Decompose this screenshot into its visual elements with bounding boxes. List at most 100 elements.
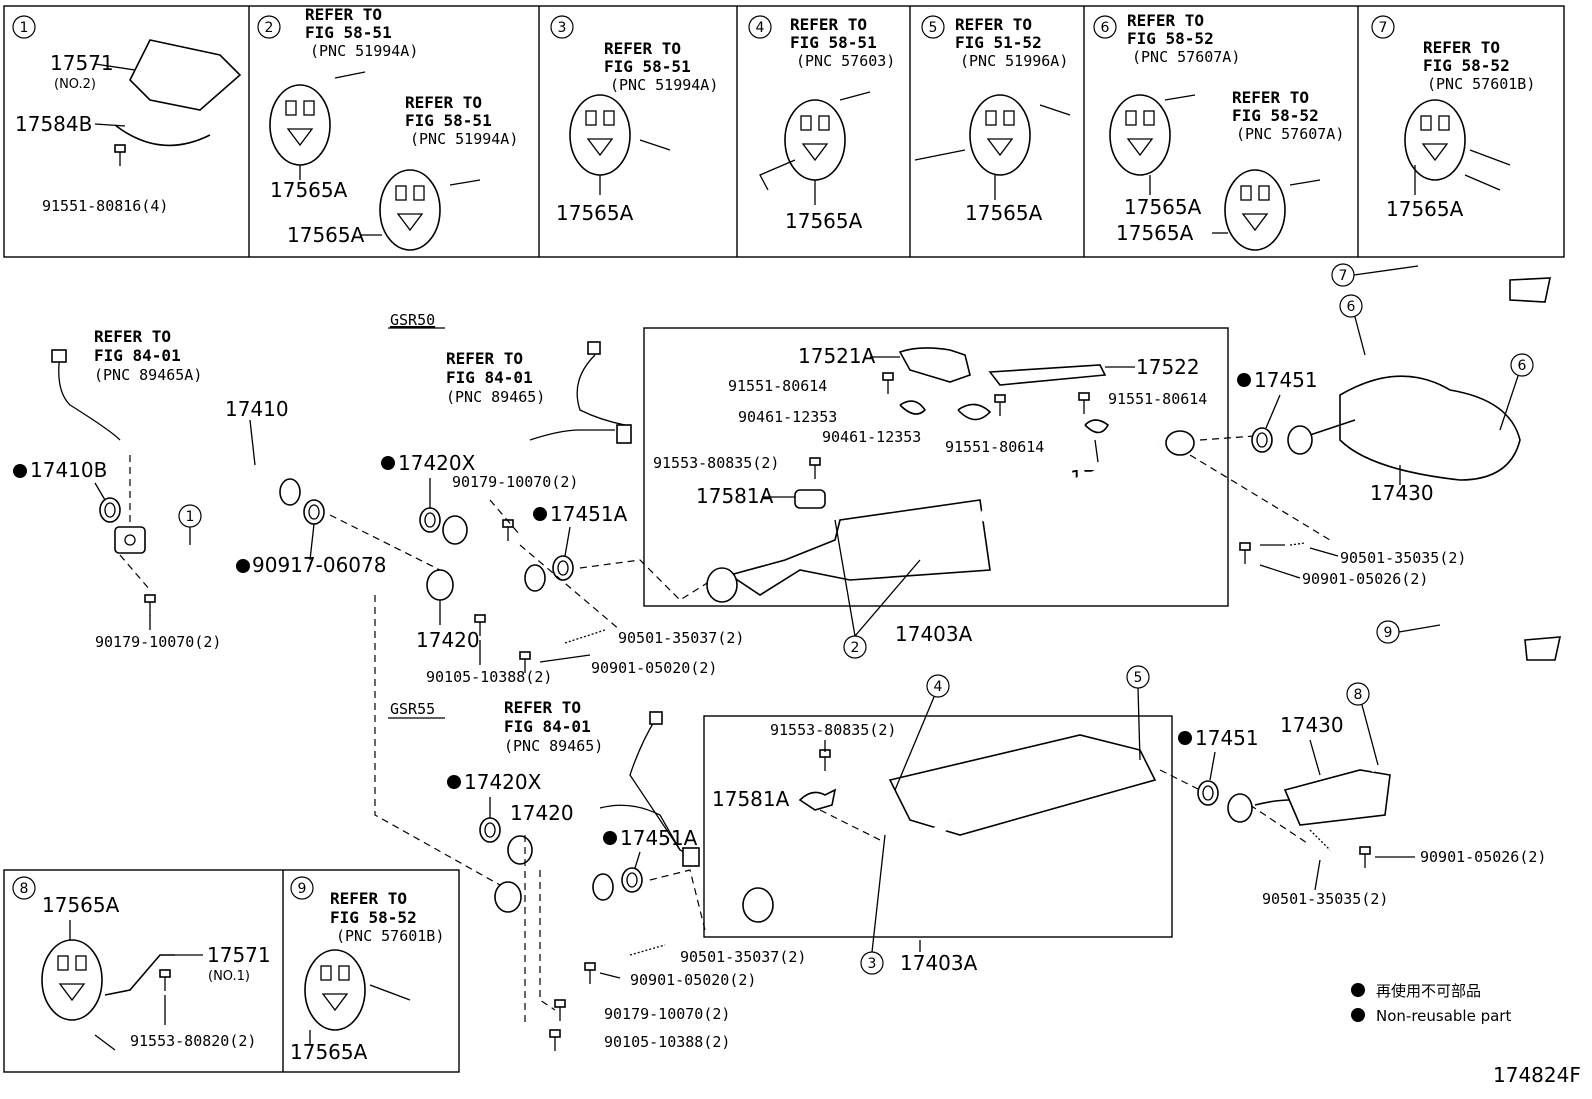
front-pipe-assembly: REFER TO FIG 84-01 (PNC 89465A) 1 17410 …	[13, 327, 501, 886]
svg-text:8: 8	[20, 881, 29, 897]
gsr55-label: GSR55	[390, 700, 435, 718]
part-17410B: 17410B	[30, 458, 107, 482]
svg-text:90501-35035(2): 90501-35035(2)	[1262, 890, 1388, 908]
heat-insulator-17521A	[898, 347, 971, 383]
inset-5: 5 REFER TO FIG 51-52 (PNC 51996A) 17565A	[914, 15, 1071, 225]
bracket-part	[129, 39, 242, 111]
svg-text:FIG 84-01: FIG 84-01	[94, 346, 181, 365]
svg-text:REFER TO: REFER TO	[504, 698, 581, 717]
svg-text:4: 4	[756, 20, 765, 36]
svg-text:90501-35035(2): 90501-35035(2)	[1340, 549, 1466, 567]
svg-text:REFER TO: REFER TO	[405, 93, 482, 112]
svg-text:90901-05026(2): 90901-05026(2)	[1302, 570, 1428, 588]
part-17430: 17430	[1370, 481, 1434, 505]
svg-text:REFER TO: REFER TO	[604, 39, 681, 58]
svg-text:(PNC 89465): (PNC 89465)	[504, 737, 603, 755]
rubber-hanger-icon	[1404, 99, 1466, 181]
gsr50-assembly: GSR50 REFER TO FIG 84-01 (PNC 89465) 174…	[381, 263, 1551, 686]
clamp-part	[114, 124, 211, 147]
rubber-hanger-icon	[1224, 169, 1286, 251]
svg-text:REFER TO: REFER TO	[1232, 88, 1309, 107]
inset-3: 3 REFER TO FIG 58-51 (PNC 51994A) 17565A	[550, 15, 718, 225]
legend-jp: 再使用不可部品	[1376, 982, 1481, 1000]
rubber-hanger-icon	[1109, 94, 1171, 176]
svg-text:FIG 84-01: FIG 84-01	[504, 717, 591, 736]
svg-text:REFER TO: REFER TO	[446, 349, 523, 368]
svg-text:(PNC 51994A): (PNC 51994A)	[610, 76, 718, 94]
diagram-code: 174824F	[1493, 1063, 1581, 1087]
part-17420-gsr55: 17420	[510, 801, 574, 825]
inset-2: 2 REFER TO FIG 58-51 (PNC 51994A) REFER …	[257, 5, 518, 251]
part-91551-80816: 91551-80816(4)	[42, 197, 168, 215]
gsr55-assembly: GSR55 REFER TO FIG 84-01 (PNC 89465) 174…	[388, 620, 1562, 1052]
svg-text:(PNC 57607A): (PNC 57607A)	[1132, 48, 1240, 66]
svg-text:6: 6	[1101, 20, 1110, 36]
part-17420: 17420	[416, 628, 480, 652]
svg-text:7: 7	[1339, 268, 1348, 284]
tail-muffler-17430-gsr55	[1283, 769, 1391, 826]
svg-text:(PNC 51994A): (PNC 51994A)	[410, 130, 518, 148]
svg-text:90105-10388(2): 90105-10388(2)	[604, 1033, 730, 1051]
svg-text:2: 2	[851, 640, 860, 656]
part-17410: 17410	[225, 397, 289, 421]
inset-7: 7 REFER TO FIG 58-52 (PNC 57601B) 17565A	[1371, 15, 1535, 221]
svg-text:91553-80820(2): 91553-80820(2)	[130, 1032, 256, 1050]
svg-text:3: 3	[868, 956, 877, 972]
svg-text:REFER TO: REFER TO	[1127, 11, 1204, 30]
svg-text:90105-10388(2): 90105-10388(2)	[426, 668, 552, 686]
svg-text:17565A: 17565A	[270, 178, 348, 202]
part-17430-gsr55: 17430	[1280, 713, 1344, 737]
front-pipe-17410	[139, 476, 291, 550]
inset-1: 1 17571 (NO.2) 17584B 91551-80816(4)	[12, 15, 242, 215]
svg-text:90179-10070(2): 90179-10070(2)	[452, 473, 578, 491]
svg-text:(PNC 89465): (PNC 89465)	[446, 388, 545, 406]
gsr50-label: GSR50	[390, 311, 435, 329]
svg-text:7: 7	[1379, 20, 1388, 36]
svg-text:2: 2	[265, 20, 274, 36]
svg-text:91553-80835(2): 91553-80835(2)	[653, 454, 779, 472]
svg-text:5: 5	[1134, 670, 1143, 686]
svg-text:FIG 58-52: FIG 58-52	[1232, 106, 1319, 125]
svg-text:5: 5	[929, 20, 938, 36]
svg-text:REFER TO: REFER TO	[955, 15, 1032, 34]
svg-text:REFER TO: REFER TO	[790, 15, 867, 34]
svg-text:FIG 84-01: FIG 84-01	[446, 368, 533, 387]
part-17403A-gsr55: 17403A	[900, 951, 978, 975]
rubber-hanger-icon	[969, 94, 1031, 176]
svg-text:REFER TO: REFER TO	[94, 327, 171, 346]
svg-text:FIG 58-52: FIG 58-52	[1127, 29, 1214, 48]
svg-text:90901-05020(2): 90901-05020(2)	[630, 971, 756, 989]
rubber-hanger-icon	[569, 94, 631, 176]
part-17451: 17451	[1254, 368, 1318, 392]
svg-text:FIG 58-51: FIG 58-51	[405, 111, 492, 130]
inset-4: 4 REFER TO FIG 58-51 (PNC 57603) 17565A	[748, 15, 895, 233]
svg-text:FIG 58-51: FIG 58-51	[305, 23, 392, 42]
svg-text:90901-05020(2): 90901-05020(2)	[591, 659, 717, 677]
svg-text:FIG 58-51: FIG 58-51	[604, 57, 691, 76]
svg-text:9: 9	[298, 881, 307, 897]
svg-text:(PNC 57601B): (PNC 57601B)	[336, 927, 444, 945]
inset-row-bottom	[3, 869, 460, 1073]
oxygen-sensor-wire	[58, 354, 121, 441]
svg-text:17565A: 17565A	[556, 201, 634, 225]
part-17451A: 17451A	[550, 502, 628, 526]
svg-text:FIG 58-52: FIG 58-52	[330, 908, 417, 927]
svg-text:91551-80614: 91551-80614	[1108, 390, 1207, 408]
svg-text:1: 1	[186, 509, 195, 525]
part-17403A: 17403A	[895, 622, 973, 646]
tail-muffler-17430	[1339, 375, 1521, 481]
svg-text:4: 4	[934, 679, 943, 695]
rubber-hanger-icon	[784, 99, 846, 181]
svg-text:FIG 58-52: FIG 58-52	[1423, 56, 1510, 75]
part-17581A-gsr55: 17581A	[712, 787, 790, 811]
legend: 再使用不可部品 Non-reusable part	[1351, 982, 1511, 1025]
svg-text:17565A: 17565A	[290, 1040, 368, 1064]
svg-text:17565A: 17565A	[965, 201, 1043, 225]
svg-text:9: 9	[1384, 625, 1393, 641]
part-17522: 17522	[1136, 355, 1200, 379]
inset-6: 6 REFER TO FIG 58-52 (PNC 57607A) REFER …	[1093, 11, 1344, 251]
rubber-hanger-icon	[379, 169, 441, 251]
svg-text:3: 3	[558, 20, 567, 36]
svg-text:FIG 58-51: FIG 58-51	[790, 33, 877, 52]
part-17571-note: (NO.2)	[54, 77, 96, 92]
